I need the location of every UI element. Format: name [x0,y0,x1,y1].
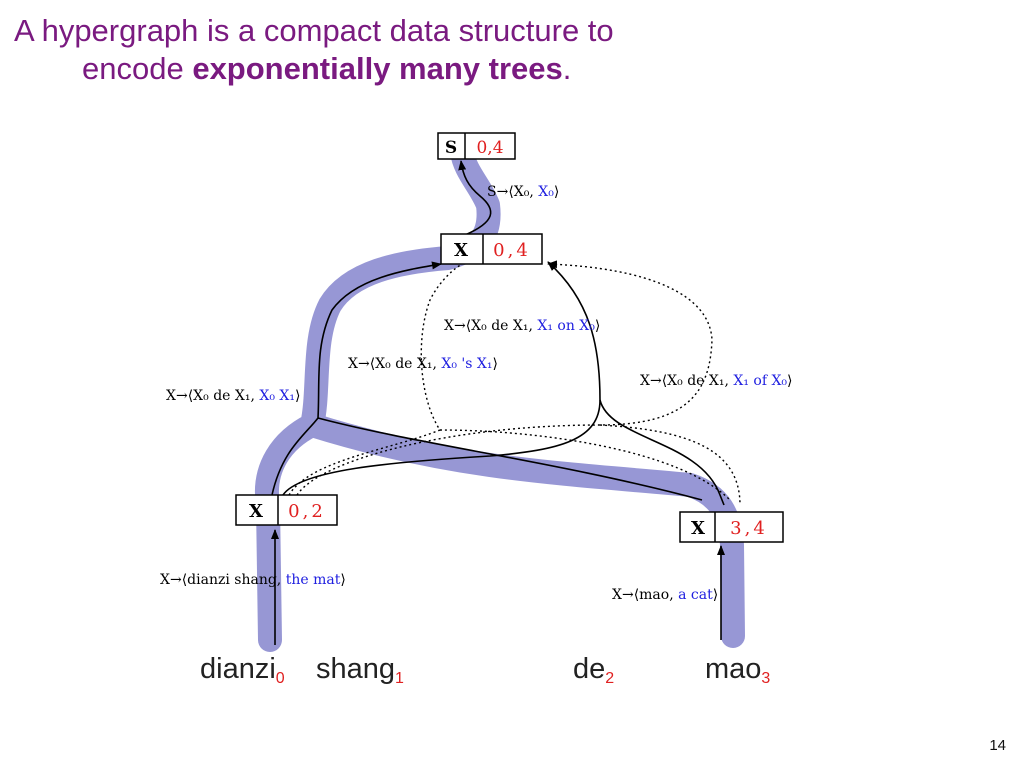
edge-s-rule [458,160,492,236]
edge-poss-tail [439,429,731,501]
rule-x-mat: X→⟨dianzi shang, the mat⟩ [160,572,346,588]
edge-poss [288,263,463,496]
slide-title: A hypergraph is a compact data structure… [14,12,614,88]
node-s-0-4: S 0,4 [437,132,516,160]
node-span: 0,2 [288,501,326,522]
rule-x-concat: X→⟨X₀ de X₁, X₀ X₁⟩ [166,388,300,404]
node-label: S [445,138,457,158]
edge-of [296,260,713,496]
title-line-1: A hypergraph is a compact data structure… [14,13,614,48]
node-label: X [249,501,263,522]
highlight-path-right [300,413,745,648]
node-x-3-4: X 3,4 [679,511,784,543]
edge-concat [271,261,442,496]
node-x-0-4: X 0,4 [440,233,543,265]
node-span: 0,4 [476,138,503,158]
word-de: de2 [573,653,614,687]
edge-on-tail [599,399,725,506]
node-span: 0,4 [493,240,531,261]
node-label: X [454,240,468,261]
title-period: . [562,51,572,86]
rule-x-possessive: X→⟨X₀ de X₁, X₀ 's X₁⟩ [348,356,498,372]
word-mao: mao3 [705,653,770,687]
node-label: X [691,518,705,539]
title-emphasis: exponentially many trees [192,51,563,86]
word-shang: shang1 [316,653,404,687]
node-x-0-2: X 0,2 [235,494,338,526]
rule-x-on: X→⟨X₀ de X₁, X₁ on X₀⟩ [444,318,600,334]
node-span: 3,4 [730,518,768,539]
rule-x-cat: X→⟨mao, a cat⟩ [612,587,718,603]
page-number: 14 [989,737,1006,754]
title-line-2: encode exponentially many trees. [14,50,614,88]
title-text: encode [82,51,193,86]
rule-s: S→⟨X₀, X₀⟩ [487,184,559,200]
edge-on [282,261,601,496]
edge-of-tail [599,424,741,506]
word-dianzi: dianzi0 [200,653,285,687]
rule-x-of: X→⟨X₀ de X₁, X₁ of X₀⟩ [640,373,793,389]
